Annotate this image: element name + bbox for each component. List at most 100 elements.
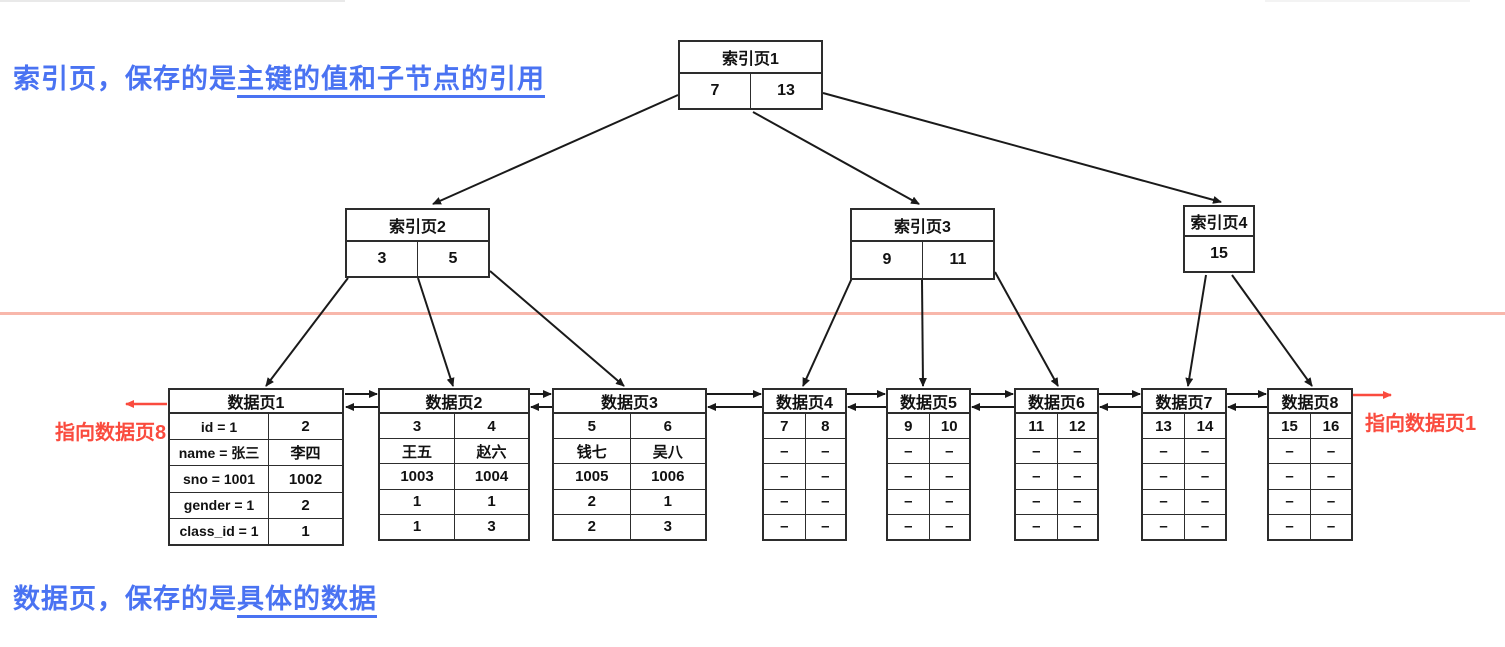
data-cell: 1 bbox=[412, 493, 422, 511]
index-page-title: 索引页4 bbox=[1185, 207, 1253, 237]
data-cell: 王五 bbox=[401, 443, 432, 461]
data-page-row: –– bbox=[1143, 438, 1225, 464]
data-page-row: –– bbox=[1143, 488, 1225, 514]
index-page-title: 索引页3 bbox=[852, 210, 993, 242]
index-page-keys: 15 bbox=[1185, 237, 1253, 271]
data-cell: sno = 1001 bbox=[183, 471, 256, 487]
data-page-title: 数据页7 bbox=[1143, 390, 1225, 414]
data-cell: 李四 bbox=[268, 440, 342, 466]
tree-edges-level1 bbox=[432, 92, 1222, 205]
data-cell: – bbox=[1184, 439, 1225, 464]
data-cell: id = 1 bbox=[200, 418, 238, 435]
data-cell: – bbox=[780, 468, 789, 485]
data-page-row: –– bbox=[1269, 488, 1351, 514]
data-cell: – bbox=[904, 518, 913, 536]
data-page-title: 数据页8 bbox=[1269, 390, 1351, 414]
data-cell: 1005 bbox=[575, 468, 609, 485]
data-cell: – bbox=[1159, 518, 1168, 536]
data-cell: – bbox=[904, 468, 913, 485]
data-cell: 吴八 bbox=[629, 439, 706, 464]
data-cell: 1002 bbox=[268, 466, 342, 492]
index-key-cell: 7 bbox=[710, 82, 720, 99]
data-cell: – bbox=[1184, 514, 1225, 540]
data-cell: – bbox=[804, 514, 846, 540]
data-cell: – bbox=[780, 493, 789, 511]
data-cell: – bbox=[928, 489, 970, 514]
data-cell: – bbox=[1056, 489, 1098, 514]
data-cell: 11 bbox=[1028, 417, 1045, 435]
data-page-row: –– bbox=[764, 438, 845, 464]
data-cell: 15 bbox=[1281, 417, 1298, 435]
data-page-row: –– bbox=[1143, 513, 1225, 540]
data-page-row: 钱七吴八 bbox=[554, 438, 706, 464]
data-cell: name = 张三 bbox=[178, 444, 260, 461]
index-key-cell: 3 bbox=[377, 250, 387, 267]
index-page-title: 索引页2 bbox=[347, 210, 488, 242]
section-divider-line bbox=[0, 312, 1505, 315]
data-cell: 1 bbox=[629, 489, 706, 514]
data-page-row: –– bbox=[1269, 463, 1351, 489]
data-page-row: –– bbox=[1016, 463, 1098, 489]
data-page-row: 11 12 bbox=[1016, 414, 1098, 439]
data-cell: 3 bbox=[454, 514, 528, 540]
data-cell: – bbox=[1056, 464, 1098, 489]
screen-edge-artifact-right bbox=[1265, 0, 1470, 2]
data-page-note-plain: 数据页，保存的是 bbox=[13, 584, 237, 614]
data-cell: 1 bbox=[454, 489, 528, 514]
data-cell: 8 bbox=[804, 414, 846, 439]
data-cell: – bbox=[780, 518, 789, 536]
data-cell: – bbox=[928, 514, 970, 540]
data-cell: class_id = 1 bbox=[179, 523, 259, 540]
tree-edges-level2 bbox=[265, 270, 1313, 387]
index-key-cell: 5 bbox=[417, 242, 488, 276]
data-cell: – bbox=[904, 493, 913, 511]
data-page-row: –– bbox=[1016, 488, 1098, 514]
data-page-row: –– bbox=[888, 488, 970, 514]
data-cell: 12 bbox=[1056, 414, 1098, 439]
data-cell: 4 bbox=[454, 414, 528, 439]
data-page-row: –– bbox=[1016, 513, 1097, 540]
data-cell: – bbox=[1285, 442, 1294, 460]
data-page-row: –– bbox=[1016, 438, 1097, 464]
data-cell: – bbox=[1032, 493, 1041, 511]
data-page-row: sno = 1001 1002 bbox=[170, 465, 342, 492]
data-cell: – bbox=[1310, 489, 1351, 514]
data-cell: – bbox=[804, 489, 846, 514]
data-page-title: 数据页3 bbox=[554, 390, 705, 414]
data-page-title: 数据页1 bbox=[170, 390, 342, 414]
data-page-title: 数据页5 bbox=[888, 390, 969, 414]
data-page-row: –– bbox=[764, 513, 846, 540]
data-page-row: –– bbox=[888, 463, 969, 489]
data-cell: gender = 1 bbox=[183, 497, 255, 514]
index-page-title: 索引页1 bbox=[680, 42, 821, 74]
data-cell: 赵六 bbox=[454, 439, 528, 464]
index-page-note-plain: 索引页，保存的是 bbox=[13, 64, 237, 94]
screen-edge-artifact-left bbox=[0, 0, 345, 2]
index-key-cell: 11 bbox=[922, 242, 993, 278]
next-pointer-label: 指向数据页1 bbox=[1365, 413, 1477, 435]
